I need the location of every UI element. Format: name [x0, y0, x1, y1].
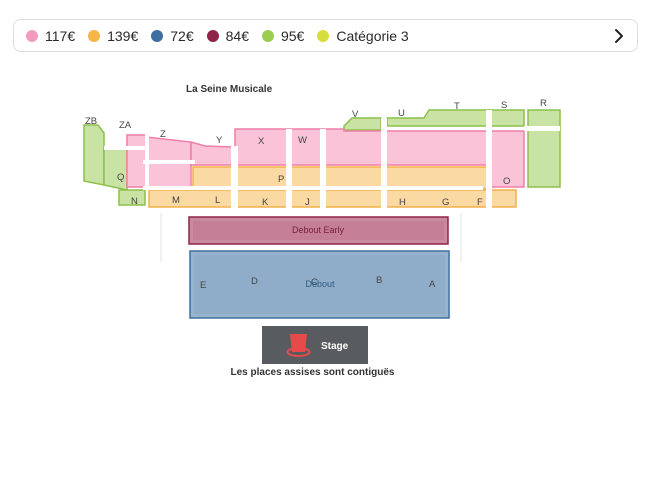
legend-label: 72€ — [170, 27, 194, 44]
label-h: H — [399, 197, 406, 208]
label-m: M — [172, 195, 180, 206]
label-l: L — [215, 195, 220, 206]
section-q[interactable] — [103, 147, 128, 191]
section-y[interactable] — [190, 141, 234, 166]
stage-label: Stage — [321, 341, 349, 352]
section-m-f-row[interactable] — [148, 189, 517, 208]
label-za: ZA — [119, 120, 132, 131]
maroon-dot-icon — [206, 29, 219, 42]
label-debout-early: Debout Early — [292, 225, 345, 235]
label-c: C — [311, 277, 318, 288]
stage-icon — [286, 334, 311, 357]
label-v: V — [352, 109, 359, 120]
label-p: P — [278, 174, 284, 185]
yellow-dot-icon — [317, 29, 330, 42]
green-dot-icon — [261, 29, 274, 42]
chevron-right-icon[interactable] — [610, 27, 628, 45]
label-zb: ZB — [85, 116, 97, 127]
legend-item-72[interactable]: 72€ — [151, 27, 194, 44]
legend-label: 117€ — [45, 27, 76, 44]
section-s[interactable] — [488, 109, 525, 127]
legend-item-117[interactable]: 117€ — [26, 28, 75, 44]
legend-label: 95€ — [280, 27, 305, 44]
legend-item-95[interactable]: 95€ — [261, 27, 305, 44]
label-e: E — [200, 280, 206, 291]
label-z: Z — [160, 129, 166, 140]
label-debout: Debout — [305, 279, 335, 289]
pink-dot-icon — [26, 29, 38, 42]
label-g: G — [442, 197, 449, 208]
seating-footnote: Les places assises sont contiguës — [230, 367, 395, 378]
legend-item-84[interactable]: 84€ — [206, 27, 249, 44]
label-r: R — [540, 98, 547, 109]
section-zb[interactable] — [83, 124, 105, 186]
label-j: J — [305, 197, 310, 208]
label-s: S — [501, 100, 507, 111]
label-x: X — [258, 136, 265, 147]
label-q: Q — [117, 172, 124, 183]
label-w: W — [298, 135, 307, 146]
section-v[interactable] — [343, 117, 382, 131]
price-legend: 117€ 139€ 72€ 84€ 95€ Catégorie 3 — [13, 19, 638, 52]
label-u: U — [398, 108, 405, 119]
legend-label: Catégorie 3 — [336, 27, 409, 44]
label-n: N — [131, 196, 138, 207]
legend-item-categorie-3[interactable]: Catégorie 3 — [317, 27, 409, 44]
section-r[interactable] — [527, 109, 561, 188]
label-t: T — [454, 101, 460, 112]
aisle-dividers — [104, 110, 560, 208]
label-o: O — [503, 176, 510, 187]
label-a: A — [429, 279, 436, 290]
stage — [262, 326, 368, 364]
section-n[interactable] — [118, 189, 146, 206]
label-d: D — [251, 276, 258, 287]
label-f: F — [477, 197, 483, 208]
legend-item-139[interactable]: 139€ — [88, 28, 138, 44]
label-y: Y — [216, 135, 223, 146]
legend-label: 84€ — [225, 27, 249, 44]
venue-title: La Seine Musicale — [186, 84, 273, 95]
blue-dot-icon — [151, 29, 164, 42]
section-debout-early-inner — [193, 221, 444, 240]
legend-label: 139€ — [107, 27, 139, 44]
orange-dot-icon — [88, 29, 101, 42]
label-k: K — [262, 197, 269, 208]
section-debout-inner — [194, 255, 445, 314]
label-b: B — [376, 275, 382, 286]
